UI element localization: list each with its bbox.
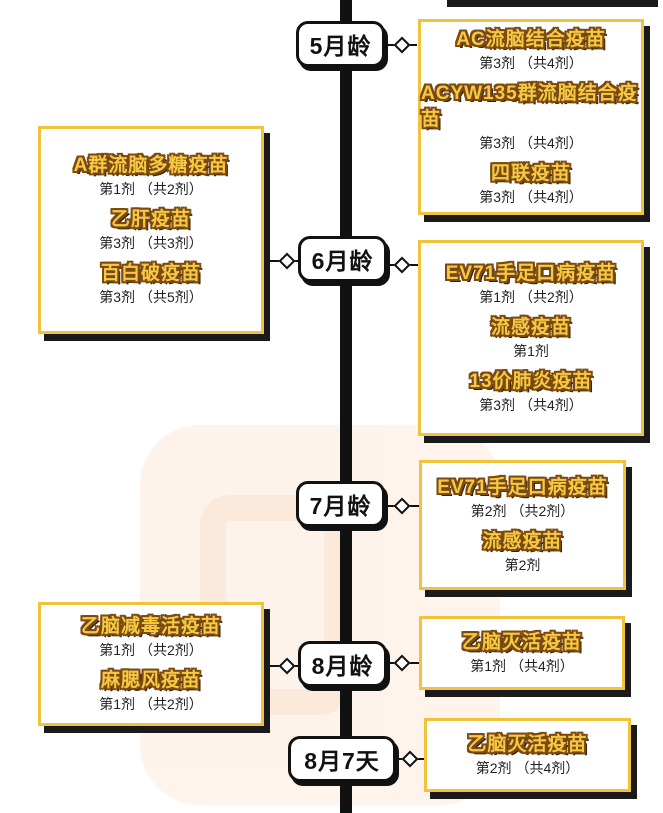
vaccine-name: 流感疫苗: [490, 317, 571, 338]
connector-diamond-icon: [393, 36, 411, 54]
vaccine-name: EV71手足口病疫苗: [437, 477, 608, 498]
vaccine-card-8-months-left: 乙脑减毒活疫苗 第1剂 （共2剂） 麻腮风疫苗 第1剂 （共2剂）: [38, 602, 264, 726]
vaccine-card-8-months-7-days: 乙脑灭活疫苗 第2剂 （共4剂）: [424, 718, 631, 792]
dose-info: 第1剂 （共2剂）: [99, 696, 203, 712]
vaccine-card-7-months: EV71手足口病疫苗 第2剂 （共2剂） 流感疫苗 第2剂: [419, 460, 626, 590]
timeline-line: [340, 0, 352, 813]
dose-info: 第1剂 （共2剂）: [99, 642, 203, 658]
vaccine-name: 乙脑灭活疫苗: [461, 632, 582, 653]
dose-info: 第3剂 （共4剂）: [479, 397, 583, 413]
vaccine-name: A群流脑多糖疫苗: [73, 155, 229, 176]
vaccine-card-5-months: AC流脑结合疫苗 第3剂 （共4剂） ACYW135群流脑结合疫苗 第3剂 （共…: [418, 19, 644, 215]
vaccine-name: 乙肝疫苗: [110, 209, 191, 230]
vaccine-card-6-months-right: EV71手足口病疫苗 第1剂 （共2剂） 流感疫苗 第1剂 13价肺炎疫苗 第3…: [418, 240, 644, 436]
dose-info: 第3剂 （共5剂）: [99, 289, 203, 305]
dose-info: 第3剂 （共3剂）: [99, 235, 203, 251]
milestone-8-months-7-days: 8月7天: [288, 736, 396, 782]
vaccine-name: 乙脑灭活疫苗: [467, 734, 588, 755]
vaccine-name: 流感疫苗: [482, 531, 563, 552]
dose-info: 第2剂 （共2剂）: [470, 503, 575, 519]
vaccine-card-6-months-left: A群流脑多糖疫苗 第1剂 （共2剂） 乙肝疫苗 第3剂 （共3剂） 百白破疫苗 …: [38, 126, 264, 334]
vaccine-name: EV71手足口病疫苗: [445, 263, 617, 284]
dose-info: 第2剂: [504, 557, 541, 573]
vaccine-name: 麻腮风疫苗: [100, 670, 201, 691]
connector-diamond-icon: [278, 252, 296, 270]
vaccine-name: 百白破疫苗: [100, 263, 201, 284]
connector-diamond-icon: [393, 256, 411, 274]
milestone-5-months: 5月龄: [296, 21, 385, 67]
dose-info: 第3剂 （共4剂）: [479, 135, 583, 151]
dose-info: 第2剂 （共4剂）: [475, 760, 580, 776]
dose-info: 第1剂: [513, 343, 549, 359]
milestone-6-months: 6月龄: [298, 236, 387, 282]
dose-info: 第1剂 （共2剂）: [99, 181, 203, 197]
milestone-7-months: 7月龄: [296, 481, 385, 527]
vaccine-name: 乙脑减毒活疫苗: [80, 616, 221, 637]
dose-info: 第3剂 （共4剂）: [479, 189, 583, 205]
vaccine-name: 四联疫苗: [490, 163, 571, 184]
milestone-8-months: 8月龄: [298, 641, 387, 687]
vaccine-card-8-months-right: 乙脑灭活疫苗 第1剂 （共4剂）: [419, 616, 625, 690]
dose-info: 第1剂 （共2剂）: [479, 289, 583, 305]
vaccine-name: ACYW135群流脑结合疫苗: [421, 83, 638, 130]
dose-info: 第3剂 （共4剂）: [479, 55, 583, 71]
dose-info: 第1剂 （共4剂）: [470, 658, 574, 674]
vaccine-name: 13价肺炎疫苗: [469, 371, 593, 392]
vaccine-name: AC流脑结合疫苗: [456, 29, 606, 50]
top-edge-bar: [447, 0, 658, 7]
